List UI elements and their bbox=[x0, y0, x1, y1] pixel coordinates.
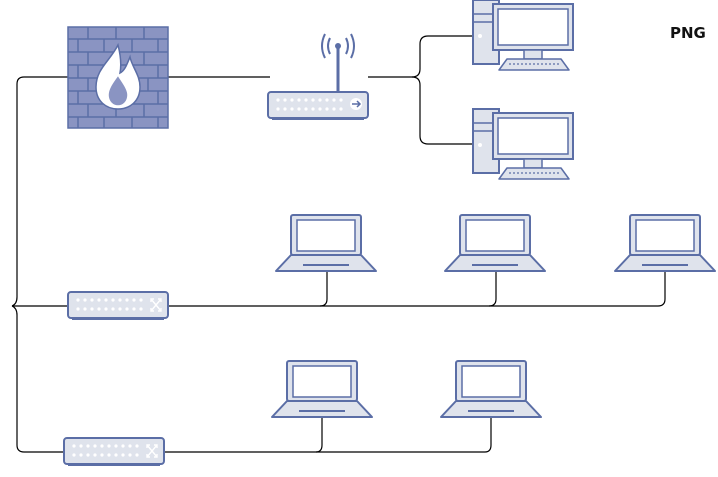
wireless-router-icon bbox=[267, 33, 369, 120]
link-trunk-switch-2 bbox=[11, 305, 64, 453]
link-firewall-trunk bbox=[11, 76, 68, 307]
laptop-icon bbox=[614, 214, 716, 272]
format-badge: PNG bbox=[670, 24, 706, 42]
laptop-icon bbox=[271, 360, 373, 418]
connection-lines bbox=[11, 35, 666, 453]
network-switch-icon bbox=[63, 437, 165, 466]
network-switch-icon bbox=[67, 291, 169, 320]
laptop-icon bbox=[275, 214, 377, 272]
laptop-icon bbox=[440, 360, 542, 418]
link-switch-2-laptop-5 bbox=[316, 418, 492, 453]
firewall-icon bbox=[67, 26, 169, 129]
link-router-desktop-1 bbox=[368, 35, 476, 78]
link-switch-2-laptop-4 bbox=[164, 418, 323, 453]
link-router-desktop-2 bbox=[411, 76, 476, 145]
desktop-computer-icon bbox=[472, 108, 574, 180]
link-switch-1-laptop-3 bbox=[489, 272, 666, 307]
link-switch-1-laptop-2 bbox=[320, 272, 497, 307]
desktop-computer-icon bbox=[472, 0, 574, 71]
link-switch-1-laptop-1 bbox=[168, 272, 328, 307]
laptop-icon bbox=[444, 214, 546, 272]
